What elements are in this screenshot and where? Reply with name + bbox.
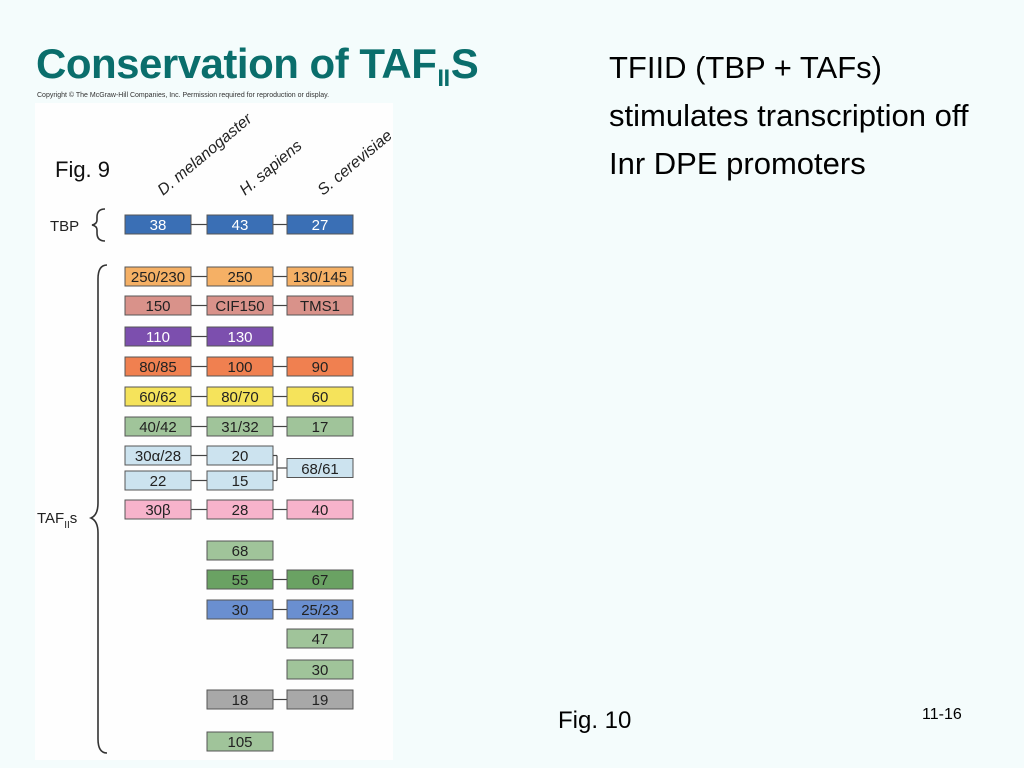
taf-box <box>206 266 274 287</box>
taf-box <box>286 499 354 520</box>
taf-box <box>286 295 354 316</box>
species-header: S. cerevisiae <box>315 127 393 199</box>
taf-box-label: 40/42 <box>139 419 177 436</box>
taf-box-label: CIF150 <box>215 298 264 315</box>
page-number: 11-16 <box>922 706 962 723</box>
taf-box-label: 28 <box>232 502 249 519</box>
taf-box-label: 43 <box>232 217 249 234</box>
taf-box-label: 31/32 <box>221 419 259 436</box>
taf-box <box>206 689 274 710</box>
taf-box <box>286 569 354 590</box>
tbp-label: TBP <box>50 218 79 235</box>
taf-box-label: 105 <box>227 734 252 751</box>
taf-box-label: 17 <box>312 419 329 436</box>
taf-box <box>206 599 274 620</box>
taf-box <box>124 386 192 407</box>
taf-box-label: 55 <box>232 572 249 589</box>
taf-box-label: 130 <box>227 329 252 346</box>
taf-box <box>286 416 354 437</box>
taf-box-label: 22 <box>150 473 167 490</box>
taf-box-label: 15 <box>232 473 249 490</box>
taf-box-label: 150 <box>145 298 170 315</box>
slide-description: TFIID (TBP + TAFs) stimulates transcript… <box>609 50 969 181</box>
tafii-label: TAFIIs <box>37 510 77 531</box>
taf-box-label: 18 <box>232 692 249 709</box>
species-header: H. sapiens <box>237 137 306 199</box>
taf-box-label: 27 <box>312 217 329 234</box>
tbp-brace <box>91 208 106 242</box>
taf-box-label: 20 <box>232 448 249 465</box>
taf-box <box>286 458 354 478</box>
taf-box-label: 250/230 <box>131 269 185 286</box>
taf-box-label: 30 <box>232 602 249 619</box>
taf-box <box>286 599 354 620</box>
taf-box-label: 130/145 <box>293 269 347 286</box>
taf-box-label: 38 <box>150 217 167 234</box>
taf-box <box>206 326 274 347</box>
taf-box <box>206 214 274 235</box>
taf-box <box>124 214 192 235</box>
taf-box <box>206 416 274 437</box>
title-subscript: II <box>437 65 450 92</box>
taf-box <box>206 569 274 590</box>
title-end: S <box>450 40 479 87</box>
taf-box-label: 40 <box>312 502 329 519</box>
fig9-label: Fig. 9 <box>55 157 111 182</box>
taf-box <box>286 356 354 377</box>
taf-box-label: 68/61 <box>301 461 339 478</box>
taf-box <box>124 295 192 316</box>
taf-box-label: 47 <box>312 631 329 648</box>
taf-box-label: TMS1 <box>300 298 340 315</box>
taf-box-label: 19 <box>312 692 329 709</box>
taf-box <box>124 326 192 347</box>
taf-box <box>286 214 354 235</box>
taf-box <box>286 689 354 710</box>
taf-box-label: 100 <box>227 359 252 376</box>
slide-title: Conservation of TAFIIS <box>36 40 479 92</box>
taf-box <box>206 540 274 561</box>
taf-box <box>206 356 274 377</box>
taf-box-label: 30α/28 <box>135 448 181 465</box>
taf-box-label: 30 <box>312 662 329 679</box>
taf-box <box>124 499 192 520</box>
taf-box-label: 250 <box>227 269 252 286</box>
taf-box <box>124 445 192 466</box>
taf-box-label: 30β <box>145 502 171 519</box>
taf-box-label: 60 <box>312 389 329 406</box>
taf-box-label: 60/62 <box>139 389 177 406</box>
taf-box <box>286 266 354 287</box>
title-main: Conservation of TAF <box>36 40 437 87</box>
taf-box-label: 80/70 <box>221 389 259 406</box>
taf-box <box>206 295 274 316</box>
taf-box-label: 90 <box>312 359 329 376</box>
tafii-brace <box>88 264 108 754</box>
taf-box-label: 110 <box>146 329 170 346</box>
taf-box <box>286 628 354 649</box>
copyright-notice: Copyright © The McGraw-Hill Companies, I… <box>37 92 330 99</box>
taf-box <box>286 386 354 407</box>
fig10-label: Fig. 10 <box>558 707 632 734</box>
taf-box <box>206 499 274 520</box>
taf-box <box>124 416 192 437</box>
taf-box <box>206 731 274 752</box>
taf-box <box>124 266 192 287</box>
taf-box-label: 25/23 <box>301 602 339 619</box>
taf-box <box>124 356 192 377</box>
taf-box <box>286 659 354 680</box>
taf-box-label: 67 <box>312 572 329 589</box>
taf-box <box>124 470 192 491</box>
taf-box <box>206 386 274 407</box>
taf-box-label: 80/85 <box>139 359 177 376</box>
taf-box-label: 68 <box>232 543 249 560</box>
